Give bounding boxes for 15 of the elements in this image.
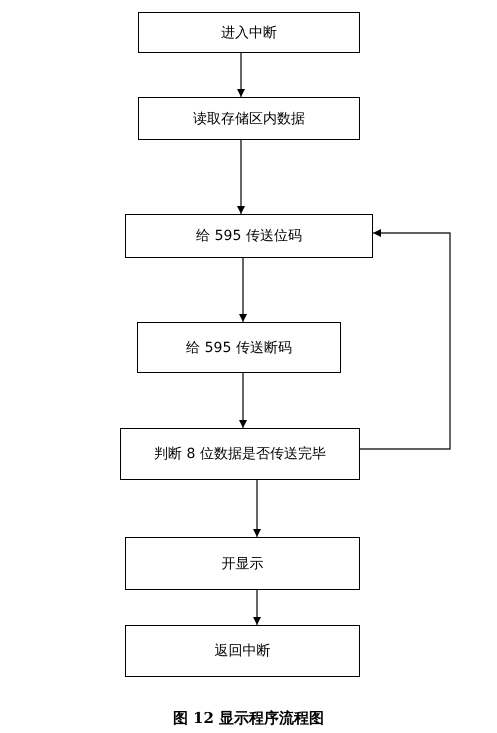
process-box: 开显示 — [125, 537, 360, 590]
process-box: 给 595 传送断码 — [137, 322, 341, 373]
arrow — [253, 480, 261, 537]
arrow — [237, 53, 245, 97]
process-box: 返回中断 — [125, 625, 360, 677]
process-box: 读取存储区内数据 — [138, 97, 360, 140]
process-box: 进入中断 — [138, 12, 360, 53]
arrow — [239, 373, 247, 428]
arrow — [360, 229, 451, 450]
arrow — [237, 140, 245, 214]
process-box: 判断 8 位数据是否传送完毕 — [120, 428, 360, 480]
arrow — [239, 258, 247, 322]
process-box: 给 595 传送位码 — [125, 214, 373, 258]
arrow — [253, 590, 261, 625]
figure-caption: 图 12 显示程序流程图 — [172, 709, 324, 727]
